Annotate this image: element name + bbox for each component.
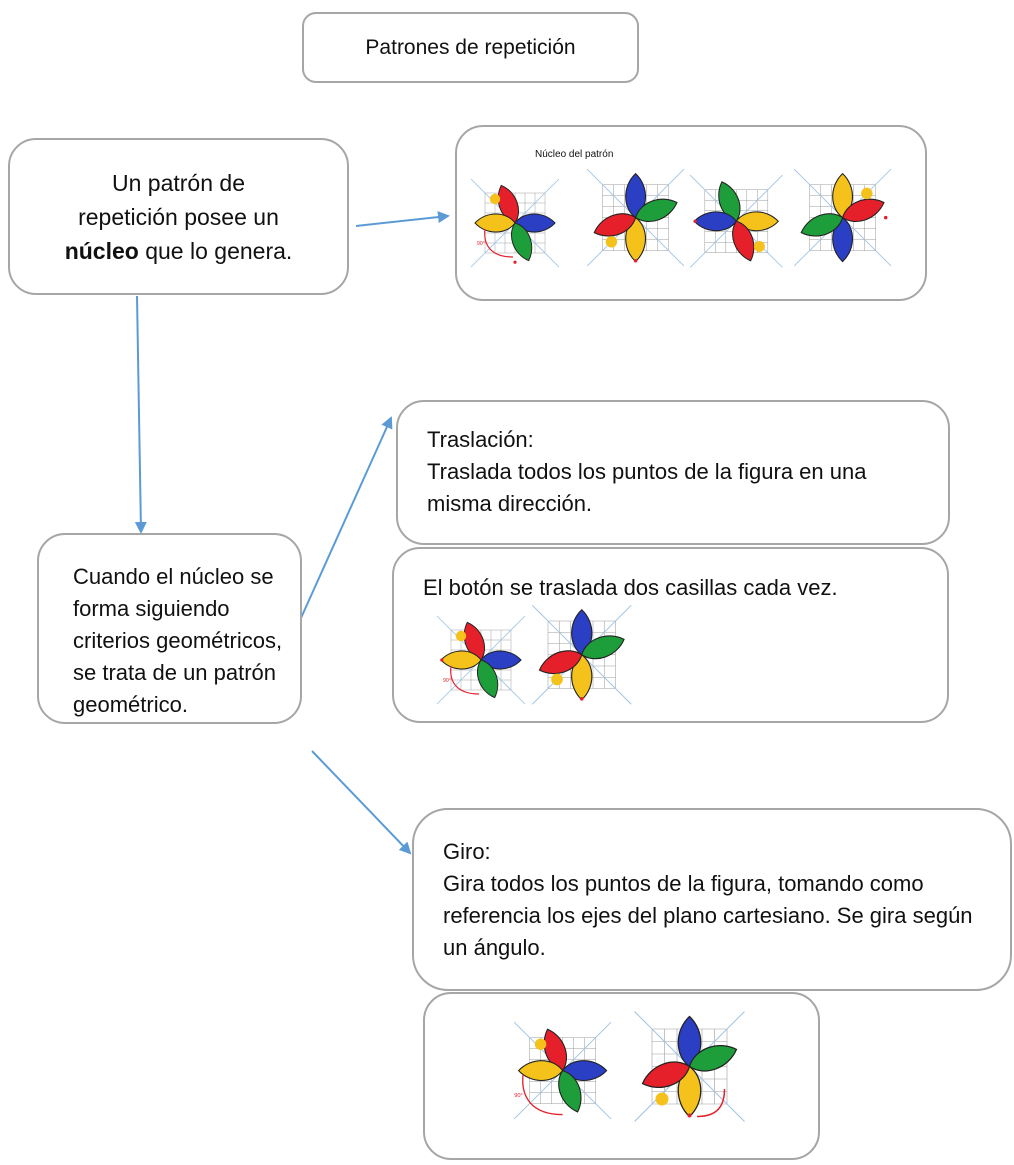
yellow-dot — [455, 630, 467, 642]
pinwheel-figure — [633, 1010, 745, 1122]
green-petal — [688, 1044, 737, 1071]
yellow-dot — [535, 1038, 547, 1051]
red-petal — [842, 199, 886, 223]
green-petal — [635, 199, 679, 223]
arrow-intro-to-nucleo — [355, 211, 450, 227]
pinwheel-figure: 90° — [470, 178, 560, 268]
red-petal — [538, 650, 583, 675]
red-petal — [731, 220, 755, 262]
traslacion-text: Traslada todos los puntos de la figura e… — [427, 459, 867, 516]
nucleo-keyword: núcleo — [64, 237, 139, 264]
intro-box: Un patrón de repetición posee un núcleo … — [8, 138, 349, 295]
traslacion-box: Traslación: Traslada todos los puntos de… — [396, 400, 950, 545]
geometric-box-outline — [37, 533, 302, 724]
green-petal — [477, 659, 499, 699]
yellow-dot — [606, 236, 618, 248]
yellow-petal — [518, 1060, 564, 1082]
pinwheel-figure — [587, 169, 685, 267]
green-petal — [558, 1070, 582, 1114]
giro-text: Gira todos los puntos de la figura, toma… — [443, 871, 973, 960]
pinwheel-figure: 90° — [514, 1022, 612, 1120]
geometric-text: Cuando el núcleo se forma siguiendo crit… — [73, 564, 283, 717]
green-petal — [511, 222, 533, 262]
pinwheel-figure — [794, 169, 892, 267]
giro-example-box — [423, 992, 820, 1160]
rotation-arrow — [484, 228, 514, 258]
arrow-intro-to-geometric — [134, 295, 147, 534]
traslacion-title: Traslación: — [427, 427, 534, 452]
angle-label: 90° — [515, 1093, 524, 1099]
yellow-dot — [655, 1092, 668, 1105]
intro-text: Un patrón de repetición posee un núcleo … — [64, 169, 293, 264]
yellow-petal — [474, 213, 516, 233]
giro-title: Giro: — [443, 839, 491, 864]
rotation-arrow — [450, 665, 480, 695]
diagram-title: Patrones de repetición — [365, 35, 576, 59]
arrow-to-giro — [311, 750, 412, 855]
rotation-arrow — [696, 1088, 725, 1117]
rotation-arrow — [522, 1075, 563, 1116]
yellow-dot — [861, 188, 873, 200]
angle-label: 90° — [477, 241, 485, 247]
title-box: Patrones de repetición — [302, 12, 639, 83]
green-petal — [581, 635, 626, 660]
traslacion-example-text: El botón se traslada dos casillas cada v… — [423, 575, 838, 600]
arrow-to-traslacion — [300, 416, 393, 619]
pinwheel-figure — [689, 174, 783, 268]
yellow-dot — [551, 673, 564, 686]
angle-label: 90° — [443, 678, 451, 684]
green-petal — [800, 213, 844, 237]
yellow-dot — [489, 193, 501, 205]
pinwheel-figure — [532, 605, 632, 705]
red-petal — [593, 213, 637, 237]
yellow-dot — [753, 240, 765, 252]
pinwheel-figure: 90° — [436, 615, 526, 705]
red-petal — [641, 1061, 690, 1088]
giro-box: Giro: Gira todos los puntos de la figura… — [412, 808, 1012, 991]
traslacion-example-box: El botón se traslada dos casillas cada v… — [392, 547, 949, 723]
nucleo-label: Núcleo del patrón — [535, 149, 614, 160]
